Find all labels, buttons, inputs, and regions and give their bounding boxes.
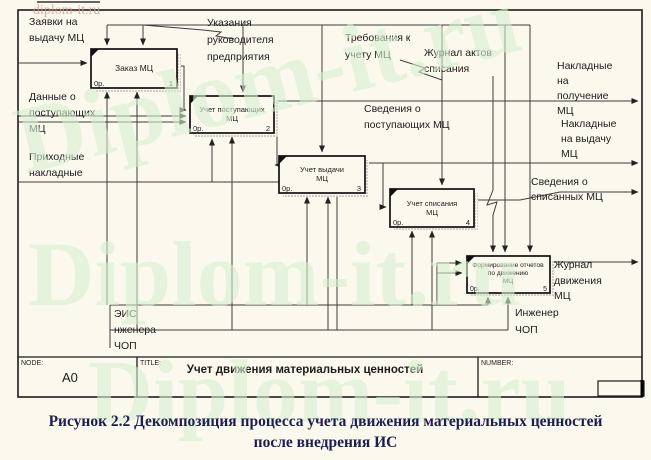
box-title: МЦ bbox=[426, 208, 438, 217]
box-cost: 0р. bbox=[94, 79, 104, 88]
svg-text:Указания: Указания bbox=[207, 17, 252, 29]
figure-caption: Рисунок 2.2 Декомпозиция процесса учета … bbox=[0, 412, 651, 454]
label-trebovaniya: Требования к учету МЦ bbox=[345, 32, 411, 61]
svg-text:ЧОП: ЧОП bbox=[114, 340, 137, 352]
box-title: МЦ bbox=[226, 114, 238, 123]
process-boxes: Заказ МЦ 0р. 1 Учет поступающих МЦ 0р. 2… bbox=[90, 48, 554, 297]
box-cost: 0р. bbox=[282, 184, 292, 193]
process-box-4: Учет списания МЦ 0р. 4 bbox=[389, 188, 478, 231]
process-box-3: Учет выдачи МЦ 0р. 3 bbox=[278, 155, 369, 197]
svg-text:МЦ: МЦ bbox=[557, 105, 574, 117]
svg-text:поступающих: поступающих bbox=[29, 107, 96, 119]
box-title: Формирование отчетов bbox=[472, 262, 544, 269]
svg-text:получение: получение bbox=[557, 90, 609, 102]
svg-text:Заявки на: Заявки на bbox=[29, 16, 78, 28]
label-eis: ЭИС нженера ЧОП bbox=[114, 308, 156, 352]
label-nakladnye-vydacha: Накладные на выдачу МЦ bbox=[561, 118, 617, 160]
process-box-1: Заказ МЦ 0р. 1 bbox=[90, 48, 181, 92]
svg-text:на: на bbox=[557, 75, 569, 87]
box-title: Учет выдачи bbox=[300, 165, 344, 174]
label-dannye: Данные о поступающих МЦ bbox=[29, 91, 96, 135]
svg-text:Накладные: Накладные bbox=[557, 60, 613, 72]
box-cost: 0р. bbox=[193, 124, 203, 133]
label-zayavki: Заявки на выдачу МЦ bbox=[29, 16, 84, 44]
label-svedeniya-spis: Сведения о списанных МЦ bbox=[531, 176, 603, 203]
svg-text:предприятия: предприятия bbox=[207, 51, 270, 63]
svg-text:МЦ: МЦ bbox=[554, 290, 571, 302]
box-number: 3 bbox=[357, 184, 361, 193]
corner-mark bbox=[279, 156, 287, 164]
svg-text:нженера: нженера bbox=[114, 324, 156, 336]
label-prihodnye: Приходные накладные bbox=[29, 151, 84, 179]
diagram-border bbox=[17, 9, 643, 398]
corner-mark bbox=[467, 256, 475, 264]
box-title: Учет поступающих bbox=[199, 105, 265, 114]
label-zhurnal-aktov: Журнал актов списания bbox=[424, 47, 492, 75]
label-nakladnye-poluchenie: Накладные на получение МЦ bbox=[557, 60, 613, 117]
svg-text:МЦ: МЦ bbox=[561, 148, 578, 160]
node-label: NODE: bbox=[21, 360, 43, 367]
connector-lines bbox=[18, 24, 639, 348]
label-ukazaniya: Указания руководителя предприятия bbox=[207, 17, 274, 63]
box-number: 1 bbox=[169, 79, 173, 88]
svg-text:Требования к: Требования к bbox=[345, 32, 411, 44]
svg-text:выдачу МЦ: выдачу МЦ bbox=[29, 32, 84, 44]
title-value: Учет движения материальных ценностей bbox=[187, 364, 423, 376]
node-value: A0 bbox=[62, 370, 78, 385]
label-svedeniya-post: Сведения о поступающих МЦ bbox=[364, 103, 450, 131]
box-title: Учет списания bbox=[407, 199, 457, 208]
svg-text:Сведения о: Сведения о bbox=[364, 103, 421, 115]
svg-text:Журнал актов: Журнал актов bbox=[424, 47, 492, 59]
number-label: NUMBER: bbox=[481, 360, 513, 367]
corner-mark bbox=[390, 189, 398, 197]
number-box bbox=[597, 380, 645, 397]
box-number: 5 bbox=[543, 286, 547, 293]
svg-text:поступающих МЦ: поступающих МЦ bbox=[364, 119, 450, 131]
box-cost: 0р. bbox=[470, 286, 480, 293]
box-number: 4 bbox=[466, 218, 470, 227]
title-block: NODE: A0 TITLE: Учет движения материальн… bbox=[18, 356, 645, 397]
label-inzhener: Инженер ЧОП bbox=[515, 307, 559, 336]
arrow-labels: Заявки на выдачу МЦ Данные о поступающих… bbox=[29, 16, 617, 352]
svg-text:учету МЦ: учету МЦ bbox=[345, 49, 391, 61]
box-title: МЦ bbox=[503, 278, 513, 285]
svg-text:ЭИС: ЭИС bbox=[114, 308, 137, 320]
svg-text:Накладные: Накладные bbox=[561, 118, 617, 130]
caption-line-2: после внедрения ИС bbox=[253, 433, 398, 451]
caption-line-1: Рисунок 2.2 Декомпозиция процесса учета … bbox=[48, 413, 603, 430]
corner-mark bbox=[190, 96, 198, 104]
box-title: по движению bbox=[488, 270, 529, 277]
svg-text:списанных МЦ: списанных МЦ bbox=[531, 191, 603, 203]
label-zhurnal-dvizh: Журнал движения МЦ bbox=[554, 259, 602, 302]
svg-text:ЧОП: ЧОП bbox=[515, 324, 538, 336]
box-number: 2 bbox=[266, 124, 270, 133]
process-box-5: Формирование отчетов по движению МЦ 0р. … bbox=[466, 255, 554, 297]
svg-text:МЦ: МЦ bbox=[29, 123, 46, 135]
svg-text:списания: списания bbox=[424, 63, 469, 75]
svg-text:Инженер: Инженер bbox=[515, 307, 559, 319]
svg-text:движения: движения bbox=[554, 275, 602, 287]
title-label: TITLE: bbox=[140, 360, 161, 367]
box-title: Заказ МЦ bbox=[115, 63, 154, 73]
box-cost: 0р. bbox=[393, 218, 403, 227]
box-title: МЦ bbox=[316, 174, 328, 183]
svg-text:руководителя: руководителя bbox=[207, 34, 274, 46]
corner-mark bbox=[91, 49, 99, 57]
svg-text:Данные о: Данные о bbox=[29, 91, 76, 103]
svg-text:Приходные: Приходные bbox=[29, 151, 84, 163]
svg-text:Сведения о: Сведения о bbox=[531, 176, 588, 188]
svg-text:накладные: накладные bbox=[29, 167, 83, 179]
svg-text:на выдачу: на выдачу bbox=[561, 133, 612, 145]
svg-text:Журнал: Журнал bbox=[554, 259, 592, 271]
process-box-2: Учет поступающих МЦ 0р. 2 bbox=[189, 95, 278, 137]
